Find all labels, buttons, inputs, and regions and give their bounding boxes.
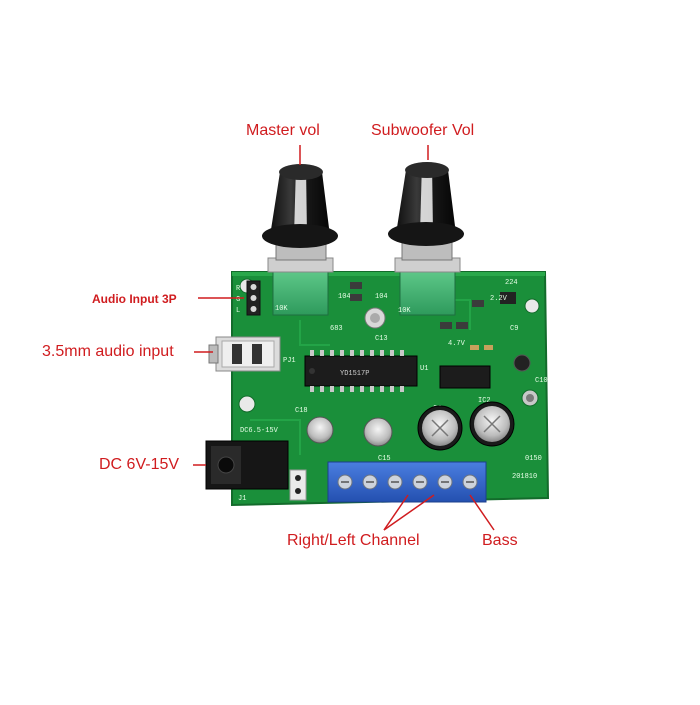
jack-id-label: PJ1 xyxy=(283,357,296,365)
dc-id-label: J1 xyxy=(238,495,246,503)
chip-id-label: U1 xyxy=(420,365,428,373)
pot2-id-label: 104 xyxy=(375,293,388,301)
small-capacitors xyxy=(306,307,531,447)
pin-g-label: G xyxy=(236,296,240,304)
audio-jack-35mm: PJ1 xyxy=(208,336,296,372)
master-vol-potentiometer[interactable]: 10K 104 xyxy=(262,164,351,316)
pot1-id-label: 104 xyxy=(338,293,351,301)
ic2-id-label: IC2 xyxy=(478,397,491,405)
pointer-lines xyxy=(193,145,495,531)
val-47v-label: 4.7V xyxy=(448,340,466,348)
audio-35mm-label: 3.5mm audio input xyxy=(42,343,174,360)
pin-l-label: L xyxy=(236,307,240,315)
right-left-channel-label: Right/Left Channel xyxy=(287,532,420,549)
chip-marking: YD1517P xyxy=(340,370,369,378)
subwoofer-vol-potentiometer[interactable]: 10K 104 xyxy=(375,162,464,316)
cap-c10-label: C10 xyxy=(535,377,548,385)
audio-input-3p-header: R G L xyxy=(236,280,261,316)
val-22v-label: 2.2V xyxy=(490,295,508,303)
dc-input-label: DC 6V-15V xyxy=(99,456,180,473)
bass-label: Bass xyxy=(482,532,518,549)
main-amplifier-chip: YD1517P U1 xyxy=(304,350,428,392)
master-vol-label: Master vol xyxy=(246,122,320,139)
pin-r-label: R xyxy=(236,285,241,293)
ic2-chip: IC2 xyxy=(439,365,491,405)
audio-input-3p-label: Audio Input 3P xyxy=(92,292,177,306)
board-id-label: 0150 xyxy=(525,455,542,463)
dc-rating-label: DC6.5-15V xyxy=(240,427,279,435)
electrolytic-capacitors xyxy=(417,401,515,451)
pot2-value-label: 10K xyxy=(398,307,411,315)
cap-c15-label: C15 xyxy=(378,455,391,463)
val-683-label: 683 xyxy=(330,325,343,333)
cap-c13-label: C13 xyxy=(375,335,388,343)
dc-power-jack: DC6.5-15V J1 xyxy=(205,427,307,503)
date-code-label: 201810 xyxy=(512,473,537,481)
val-224-label: 224 xyxy=(505,279,518,287)
screw-terminal-block xyxy=(327,461,487,503)
pot1-value-label: 10K xyxy=(275,305,288,313)
cap-c18-label: C18 xyxy=(295,407,308,415)
cap-c9-label: C9 xyxy=(510,325,518,333)
subwoofer-vol-label: Subwoofer Vol xyxy=(371,122,475,139)
